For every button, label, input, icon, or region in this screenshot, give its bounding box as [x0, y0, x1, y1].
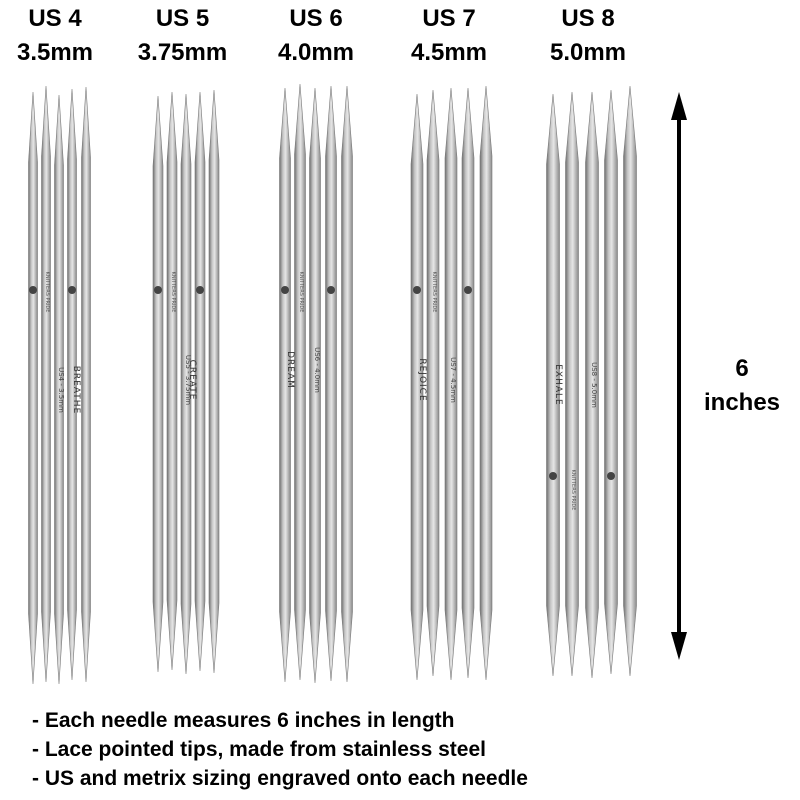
- mm-size: 4.0mm: [277, 39, 355, 66]
- needle: [81, 86, 91, 683]
- feature-list: - Each needle measures 6 inches in lengt…: [32, 706, 792, 793]
- needle: [194, 91, 206, 672]
- needle: [67, 88, 77, 681]
- us-size: US 6: [289, 5, 343, 32]
- needle: [341, 85, 353, 683]
- needle: [479, 85, 493, 681]
- needle: [325, 85, 337, 682]
- size-label-us5: US 5 3.75mm: [125, 2, 240, 70]
- needle: [604, 89, 618, 675]
- engraved-word: CREATE: [187, 360, 197, 401]
- needle: [546, 93, 560, 677]
- needle: [279, 87, 291, 683]
- needle-group-4: REJOICE US7 - 4.5mm KNITTERS PRIDE: [410, 85, 493, 681]
- flower-logo-icon: [607, 472, 615, 480]
- needle: [426, 89, 440, 677]
- needle-group-3: DREAM US6 - 4.0mm KNITTERS PRIDE: [279, 83, 353, 684]
- needle: [585, 91, 599, 679]
- needle: [444, 87, 458, 681]
- engraved-size: US6 - 4.0mm: [313, 347, 321, 393]
- size-label-us8: US 8 5.0mm: [536, 2, 640, 70]
- engraved-word: REJOICE: [417, 358, 427, 401]
- needle: [410, 93, 424, 681]
- engraved-word: EXHALE: [553, 364, 563, 405]
- needle: [309, 87, 321, 684]
- arrow-down-icon: [671, 632, 687, 660]
- engraved-brand: KNITTERS PRIDE: [298, 272, 304, 313]
- flower-logo-icon: [68, 286, 76, 294]
- needle: [623, 85, 637, 677]
- mm-size: 5.0mm: [549, 39, 627, 66]
- needle: [166, 91, 178, 671]
- us-size: US 5: [155, 5, 210, 32]
- us-size: US 8: [561, 5, 615, 32]
- engraved-size: US4 - 3.5mm: [57, 367, 65, 413]
- needle: [565, 91, 579, 677]
- flower-logo-icon: [413, 286, 421, 294]
- needle: [180, 93, 192, 675]
- us-size: US 7: [422, 5, 476, 32]
- engraved-word: BREATHE: [71, 366, 81, 415]
- measurement-value: 6: [735, 355, 749, 382]
- engraved-brand: KNITTERS PRIDE: [44, 272, 50, 313]
- arrow-up-icon: [671, 92, 687, 120]
- mm-size: 3.75mm: [137, 39, 228, 66]
- needle: [54, 94, 64, 685]
- feature-item: - US and metrix sizing engraved onto eac…: [32, 767, 528, 790]
- flower-logo-icon: [281, 286, 289, 294]
- size-label-us7: US 7 4.5mm: [398, 2, 500, 70]
- engraved-brand: KNITTERS PRIDE: [431, 272, 437, 313]
- needle-group-1: BREATHE US4 - 3.5mm KNITTERS PRIDE: [28, 85, 91, 685]
- engraved-word: DREAM: [285, 351, 295, 389]
- measurement-unit: inches: [703, 389, 781, 416]
- feature-item: - Lace pointed tips, made from stainless…: [32, 738, 486, 761]
- flower-logo-icon: [464, 286, 472, 294]
- engraved-size: US7 - 4.5mm: [449, 357, 457, 403]
- needle: [294, 83, 306, 681]
- flower-logo-icon: [327, 286, 335, 294]
- engraved-brand: KNITTERS PRIDE: [570, 470, 576, 511]
- engraved-size: US8 - 5.0mm: [590, 362, 598, 408]
- flower-logo-icon: [29, 286, 37, 294]
- needle: [152, 95, 164, 673]
- needle: [208, 89, 220, 674]
- measure-arrow: [671, 92, 687, 660]
- mm-size: 4.5mm: [410, 39, 488, 66]
- size-label-us6: US 6 4.0mm: [262, 2, 370, 70]
- engraved-brand: KNITTERS PRIDE: [170, 272, 176, 313]
- measurement-label: 6 inches: [690, 352, 794, 420]
- flower-logo-icon: [549, 472, 557, 480]
- needle: [28, 91, 38, 685]
- feature-item: - Each needle measures 6 inches in lengt…: [32, 709, 455, 732]
- mm-size: 3.5mm: [16, 39, 94, 66]
- needle: [461, 87, 475, 679]
- size-label-us4: US 4 3.5mm: [0, 2, 110, 70]
- flower-logo-icon: [196, 286, 204, 294]
- flower-logo-icon: [154, 286, 162, 294]
- engraved-size: US5 - 3.75mm: [184, 355, 192, 405]
- us-size: US 4: [28, 5, 82, 32]
- needle: [41, 85, 51, 683]
